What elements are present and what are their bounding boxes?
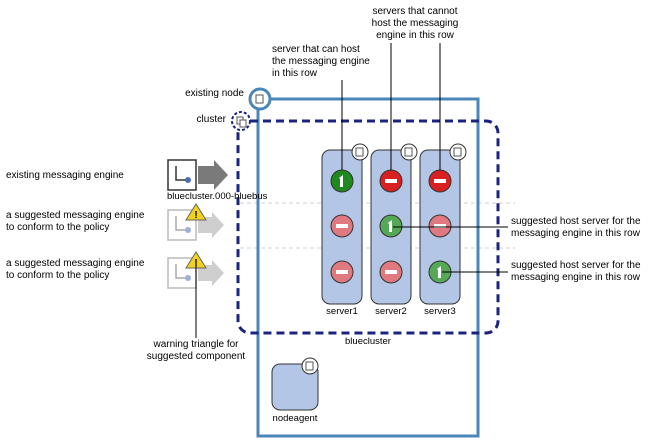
node-box [256,97,480,438]
leader-lines [195,43,508,338]
suggested-engine-icon-1: ! [167,203,224,241]
nodeagent-box [271,357,319,411]
cluster-name-label: bluecluster [345,336,391,347]
status-cannot-host-suggested-icon [379,260,403,284]
status-can-host-icon [330,169,354,193]
status-suggested-host-icon [428,260,452,284]
server-label-2: server2 [375,306,407,317]
nodeagent-label: nodeagent [272,413,318,424]
existing-engine-label: existing messaging engine [6,170,124,181]
warning-triangle-icon [185,203,207,221]
status-cannot-host-icon [379,169,403,193]
cluster-icon [231,111,251,131]
status-cannot-host-icon [428,169,452,193]
svg-text:!: ! [194,210,197,221]
status-cannot-host-suggested-icon [330,214,354,238]
existing-engine-icon [167,159,228,191]
status-cannot-host-suggested-icon [330,260,354,284]
node-icon [248,87,272,111]
status-cannot-host-suggested-icon [428,214,452,238]
existing-node-label: existing node [185,88,244,99]
cluster-label: cluster [196,114,226,125]
engine-name-label: bluecluster.000-bluebus [167,191,268,202]
server-label-3: server3 [424,306,456,317]
status-suggested-host-icon [379,214,403,238]
server-label-1: server1 [326,306,358,317]
cluster-box [236,119,500,335]
